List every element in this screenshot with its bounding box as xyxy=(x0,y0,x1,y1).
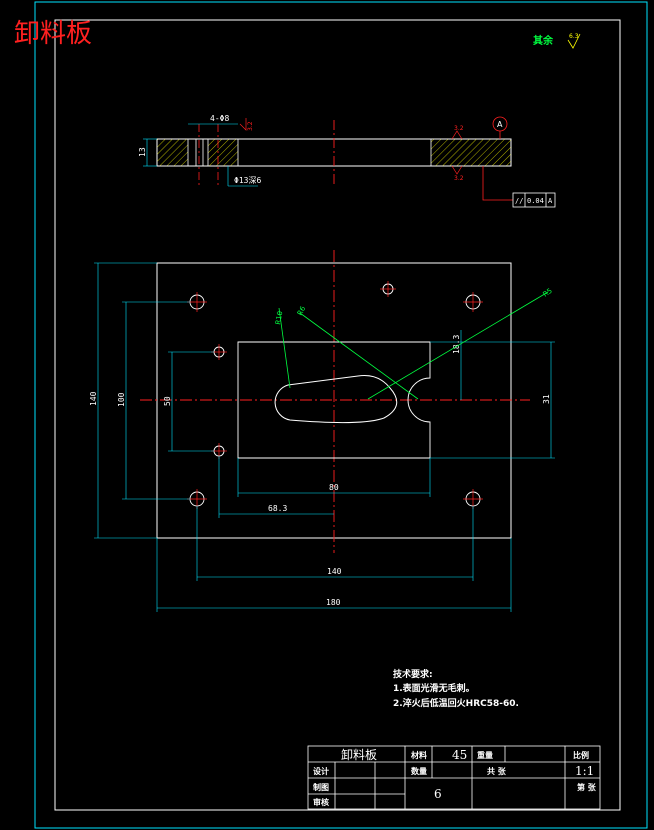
part-name: 卸料板 xyxy=(341,747,377,762)
section-view: 13 4-Φ8 3.2 Φ13深6 3.2 3.2 A // 0 xyxy=(138,114,556,208)
tolerance-leader xyxy=(482,166,513,201)
inner-height-label: 100 xyxy=(117,392,126,407)
hatch-left-2 xyxy=(207,138,239,167)
hole-count-label: 4-Φ8 xyxy=(210,114,229,123)
offset-label: 68.3 xyxy=(268,504,287,513)
outer-border xyxy=(34,1,648,829)
tech-notes-heading: 技术要求: xyxy=(393,668,433,680)
hole-spacing-label: 140 xyxy=(327,567,342,576)
ratio-value: 1:1 xyxy=(575,764,594,778)
hatch-left-1 xyxy=(156,138,189,167)
plan-view: 140 100 50 31 18.3 80 68.3 140 180 xyxy=(89,250,555,612)
mounting-hole xyxy=(463,292,483,312)
leader-2-label: R6 xyxy=(296,304,308,317)
leader-3-label: R5 xyxy=(542,287,554,299)
material-value: 45 xyxy=(452,748,467,762)
roughness-symbol-icon: 6.3 xyxy=(567,33,581,49)
tech-note-2: 2.淬火后低温回火HRC58-60. xyxy=(393,697,519,709)
sheet-label: 第 张 xyxy=(577,782,597,792)
datum-label: A xyxy=(497,120,503,129)
radius-leader xyxy=(367,291,549,400)
remaining-roughness-label: 其余 xyxy=(533,34,554,47)
inner-frame xyxy=(54,19,621,811)
tolerance-value: 0.04 xyxy=(527,197,544,205)
draw-label: 制图 xyxy=(313,782,329,792)
slot-offset-label: 18.3 xyxy=(452,335,461,354)
roughness-symbol-icon xyxy=(451,130,463,140)
tolerance-symbol: // xyxy=(515,197,523,205)
radius-leader xyxy=(278,307,291,389)
leader-1-label: R10 xyxy=(274,310,284,325)
pin-hole xyxy=(380,281,396,297)
counterbore-label: Φ13深6 xyxy=(234,176,261,185)
title-block xyxy=(307,745,601,810)
material-label: 材料 xyxy=(411,750,427,760)
roughness-symbol-icon xyxy=(239,118,247,131)
outer-width-label: 180 xyxy=(326,598,341,607)
outer-height-label: 140 xyxy=(89,391,98,406)
tolerance-frame: // 0.04 A xyxy=(512,192,556,208)
roughness-symbol-icon xyxy=(451,165,463,175)
cutout-height-label: 31 xyxy=(542,394,551,404)
ratio-label: 比例 xyxy=(573,750,589,760)
review-label: 审核 xyxy=(313,797,329,807)
sheets-label: 共 张 xyxy=(487,766,507,776)
qty-value: 6 xyxy=(434,787,442,801)
small-height-label: 50 xyxy=(163,396,172,406)
roughness-top-right: 6.3 xyxy=(569,33,579,40)
tech-notes: 技术要求: 1.表面光滑无毛刺。 2.淬火后低温回火HRC58-60. xyxy=(393,668,519,709)
drawing-title: 卸料板 xyxy=(14,19,92,49)
qty-label: 数量 xyxy=(411,766,427,776)
tolerance-datum: A xyxy=(548,197,553,205)
design-label: 设计 xyxy=(313,766,329,776)
weight-label: 重量 xyxy=(477,750,493,760)
section-roughness-3: 3.2 xyxy=(454,175,464,182)
section-roughness-1: 3.2 xyxy=(247,121,254,131)
slot-outline xyxy=(274,375,398,424)
radius-leader xyxy=(299,312,419,400)
section-roughness-2: 3.2 xyxy=(454,125,464,132)
hatch-right xyxy=(430,138,512,167)
cutout-width-label: 80 xyxy=(329,483,339,492)
tech-note-1: 1.表面光滑无毛刺。 xyxy=(393,682,475,694)
cutout-outline xyxy=(237,341,431,459)
thickness-label: 13 xyxy=(138,147,147,157)
